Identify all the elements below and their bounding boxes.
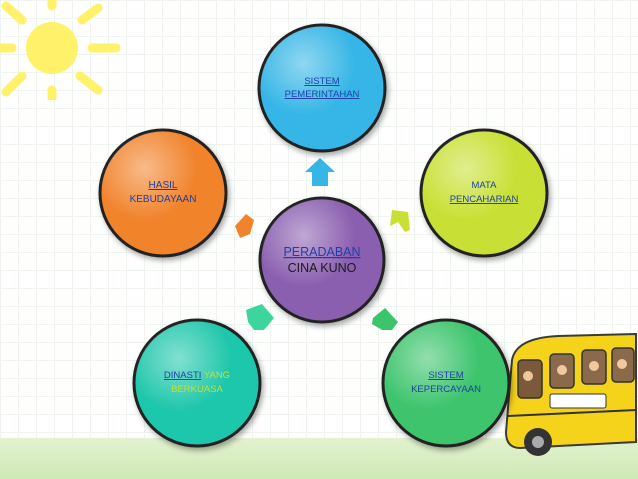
arrow-bottom-right — [372, 308, 398, 330]
arrow-right — [390, 210, 410, 232]
arrow-bottom-left — [246, 304, 274, 330]
school-bus-icon — [504, 332, 637, 456]
node-left-line1: HASIL — [149, 180, 178, 191]
node-right-line2: PENCAHARIAN — [450, 194, 519, 205]
center-line1: PERADABAN — [283, 245, 360, 259]
node-right-line1: MATA — [472, 180, 498, 191]
node-bottom-left-accent: YANG — [201, 370, 230, 381]
node-bottom-left-line2: BERKUASA — [171, 384, 223, 395]
node-bottom-right — [381, 318, 511, 448]
sun-icon — [0, 0, 121, 100]
node-right — [419, 128, 549, 258]
node-top — [257, 23, 387, 153]
node-bottom-right-line1: SISTEM — [428, 370, 463, 381]
node-top-line1: SISTEM — [304, 76, 339, 87]
arrow-up — [305, 158, 335, 186]
node-center — [258, 196, 386, 324]
center-line2: CINA KUNO — [288, 261, 357, 275]
node-bottom-left-line1: DINASTI YANG — [164, 370, 230, 381]
node-left-line2: KEBUDAYAAN — [130, 194, 197, 205]
node-bottom-left — [132, 318, 262, 448]
node-bottom-right-line2: KEPERCAYAAN — [411, 384, 481, 395]
node-bottom-left-link: DINASTI — [164, 370, 201, 381]
node-top-line2: PEMERINTAHAN — [285, 89, 360, 100]
arrow-left — [235, 214, 254, 238]
node-left — [98, 128, 228, 258]
